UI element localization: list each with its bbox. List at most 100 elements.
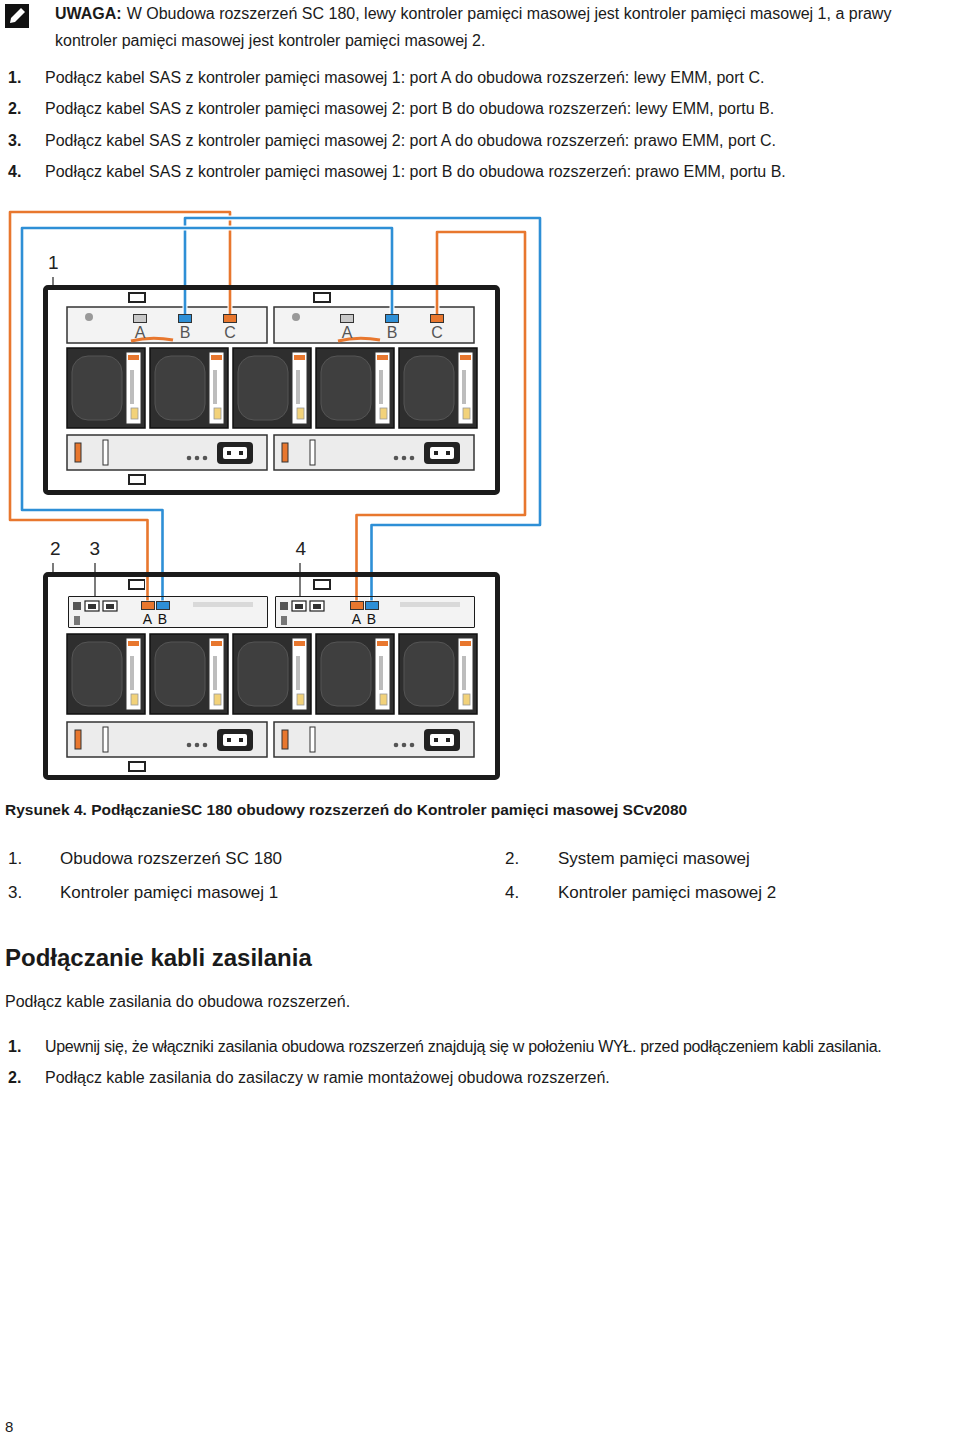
port-socket — [178, 314, 192, 323]
step-text: Upewnij się, że włączniki zasilania obud… — [45, 1037, 957, 1057]
step-number: 2. — [8, 99, 42, 119]
leader-line — [52, 277, 53, 285]
leader-line — [299, 563, 300, 596]
status-led — [85, 313, 93, 321]
note-label: UWAGA: — [55, 5, 122, 22]
sas-port: A — [141, 601, 155, 626]
step-number: 1. — [8, 1037, 42, 1057]
handle — [129, 293, 145, 302]
storage-controller: 3AB — [68, 596, 268, 628]
step-text: Podłącz kabel SAS z kontroler pamięci ma… — [45, 99, 955, 119]
port-letter: A — [141, 612, 155, 626]
fan-module — [67, 348, 145, 428]
leader-line — [94, 563, 95, 596]
port-letter: B — [156, 612, 170, 626]
callout-number: 3 — [90, 538, 101, 559]
bar — [193, 602, 253, 607]
power-supply — [67, 435, 267, 470]
chassis-ground — [43, 572, 500, 780]
sas-port: B — [156, 601, 170, 626]
controller-ground — [275, 596, 475, 628]
port-letter: B — [385, 325, 399, 341]
ethernet-port — [310, 601, 324, 611]
step-text: Podłącz kabel SAS z kontroler pamięci ma… — [45, 162, 955, 182]
leader-line — [52, 563, 53, 572]
fan-module — [399, 634, 477, 714]
sas-cable — [22, 228, 392, 601]
step-text: Podłącz kabel SAS z kontroler pamięci ma… — [45, 131, 955, 151]
controller-ground — [68, 596, 268, 628]
handle — [314, 580, 330, 589]
port-socket — [133, 314, 147, 323]
port-letter: C — [430, 325, 444, 341]
handle — [129, 762, 145, 771]
sas-port: B — [385, 314, 399, 341]
figure-caption: Rysunek 4. PodłączanieSC 180 obudowy roz… — [5, 800, 945, 820]
fan-module — [399, 348, 477, 428]
enclosure-drawing — [43, 285, 500, 495]
sas-port: A — [133, 314, 147, 341]
fan-module — [67, 634, 145, 714]
power-supply — [274, 435, 474, 470]
sas-port: C — [223, 314, 237, 341]
step-text: Podłącz kable zasilania do zasilaczy w r… — [45, 1068, 957, 1088]
fan-module — [150, 634, 228, 714]
emm-module — [67, 307, 267, 343]
body-text: Podłącz kable zasilania do obudowa rozsz… — [5, 992, 905, 1012]
port-letter: C — [223, 325, 237, 341]
step-text: Podłącz kabel SAS z kontroler pamięci ma… — [45, 68, 955, 88]
legend-text: System pamięci masowej — [558, 848, 953, 869]
ethernet-port — [103, 601, 117, 611]
cable-halo — [22, 228, 392, 601]
fan-module — [233, 634, 311, 714]
port-socket — [385, 314, 399, 323]
port-socket — [340, 314, 354, 323]
step-number: 1. — [8, 68, 42, 88]
emm-module — [274, 307, 474, 343]
indicator — [73, 602, 81, 610]
ethernet-port — [292, 601, 306, 611]
ethernet-jack — [106, 604, 114, 609]
note-block: UWAGA:W Obudowa rozszerzeń SC 180, lewy … — [55, 0, 940, 54]
port-letter: A — [340, 325, 354, 341]
storage-system: 23AB4AB — [43, 572, 500, 780]
sas-port: A — [340, 314, 354, 341]
sas-port: A — [350, 601, 364, 626]
legend-text: Kontroler pamięci masowej 2 — [558, 882, 953, 903]
step-number: 2. — [8, 1068, 42, 1088]
callout-number: 1 — [48, 252, 59, 273]
port-socket — [430, 314, 444, 323]
leader-lines — [53, 277, 300, 596]
expansion-enclosure: 1ABCABC — [43, 285, 500, 495]
port-letter: B — [365, 612, 379, 626]
pencil — [10, 8, 25, 23]
port-letter: B — [178, 325, 192, 341]
fan-module — [233, 348, 311, 428]
handle — [129, 475, 145, 484]
cable-halo — [185, 218, 540, 601]
step-number: 3. — [8, 131, 42, 151]
fan-module — [316, 634, 394, 714]
port-letter: A — [350, 612, 364, 626]
sas-port: B — [178, 314, 192, 341]
legend-number: 1. — [8, 848, 48, 869]
slot — [74, 616, 80, 625]
callout-number: 4 — [296, 538, 307, 559]
note-text: W Obudowa rozszerzeń SC 180, lewy kontro… — [55, 5, 891, 49]
ethernet-jack — [295, 604, 303, 609]
status-led — [292, 313, 300, 321]
bar — [400, 602, 460, 607]
sas-port: B — [365, 601, 379, 626]
storage-controller: 4AB — [275, 596, 475, 628]
slot — [281, 616, 287, 625]
port-socket — [223, 314, 237, 323]
legend-number: 4. — [505, 882, 545, 903]
port-letter: A — [133, 325, 147, 341]
legend-text: Kontroler pamięci masowej 1 — [60, 882, 490, 903]
storage-drawing — [43, 572, 500, 780]
fan-module — [316, 348, 394, 428]
ethernet-jack — [313, 604, 321, 609]
step-number: 4. — [8, 162, 42, 182]
